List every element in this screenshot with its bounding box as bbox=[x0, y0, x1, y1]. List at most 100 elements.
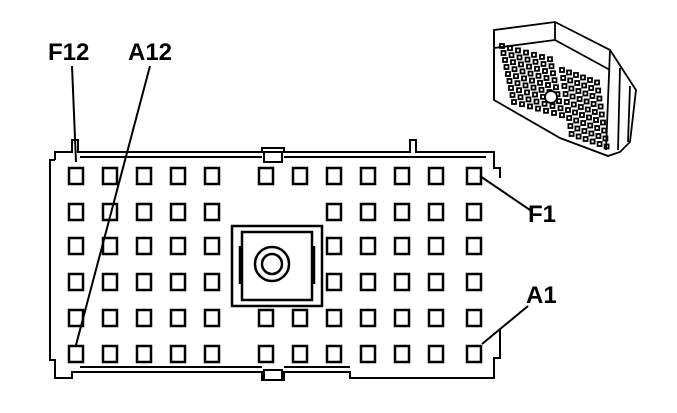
inset-cavity bbox=[537, 79, 543, 86]
pin-cavity bbox=[427, 202, 445, 222]
pin-cavity bbox=[135, 272, 153, 292]
inset-cavity bbox=[594, 79, 600, 86]
pin-cavity bbox=[291, 344, 309, 364]
pin-cavity bbox=[427, 236, 445, 256]
pin-cavity bbox=[325, 166, 343, 186]
pin-cavity bbox=[67, 272, 85, 292]
leader-a1 bbox=[481, 305, 529, 345]
inset-cavity bbox=[499, 43, 505, 49]
inset-cavity bbox=[590, 101, 597, 107]
inset-cavity bbox=[522, 82, 529, 89]
leader-lines bbox=[71, 65, 531, 346]
pin-cavity bbox=[359, 236, 377, 256]
label-f12: F12 bbox=[48, 39, 89, 66]
inset-cavity bbox=[506, 78, 513, 84]
inset-cavity bbox=[591, 109, 598, 115]
pin-cavity bbox=[325, 272, 343, 292]
inset-cavity bbox=[573, 117, 580, 124]
inset-cavity bbox=[523, 49, 529, 56]
inset-cavity bbox=[583, 98, 590, 105]
inset-cavity bbox=[521, 75, 527, 82]
inset-cavity bbox=[507, 45, 513, 52]
inset-cavity bbox=[513, 73, 519, 80]
pin-cavity bbox=[203, 344, 221, 364]
pin-cavity bbox=[203, 202, 221, 222]
pin-cavity bbox=[427, 272, 445, 292]
inset-cavity bbox=[570, 101, 577, 108]
inset-cavity bbox=[573, 72, 579, 78]
inset-cavity bbox=[593, 117, 599, 123]
inset-cavity bbox=[524, 56, 531, 63]
inset-cavity bbox=[508, 85, 514, 91]
pin-cavity bbox=[203, 308, 221, 328]
pin-cavity bbox=[393, 166, 411, 186]
inset-cavity bbox=[543, 75, 550, 81]
pin-cavity bbox=[393, 308, 411, 328]
pin-cavity bbox=[135, 236, 153, 256]
pin-cavity bbox=[427, 344, 445, 364]
pin-cavity bbox=[135, 344, 153, 364]
inset-cavity bbox=[549, 103, 556, 109]
inset-cavity bbox=[526, 63, 532, 70]
inset-cavity bbox=[572, 109, 578, 116]
pin-cavity bbox=[393, 236, 411, 256]
inset-cavity bbox=[510, 59, 516, 66]
inset-cavity bbox=[518, 61, 524, 68]
inset-cavity bbox=[515, 47, 521, 54]
inset-cavity bbox=[589, 138, 596, 145]
inset-cavity bbox=[567, 123, 574, 129]
inset-cavity bbox=[539, 54, 545, 60]
inset-cavity bbox=[527, 103, 533, 110]
pin-cavity bbox=[325, 202, 343, 222]
inset-cavity bbox=[559, 67, 565, 73]
pin-cavity bbox=[135, 202, 153, 222]
inset-cavity bbox=[517, 94, 524, 101]
pin-cavity bbox=[257, 344, 275, 364]
pin-cavity bbox=[427, 308, 445, 328]
label-a12: A12 bbox=[128, 39, 172, 66]
inset-cavity bbox=[508, 52, 515, 59]
inset-cavity bbox=[551, 77, 558, 84]
pin-cavity bbox=[101, 344, 119, 364]
connector-body bbox=[49, 139, 501, 381]
inset-cavity bbox=[569, 93, 576, 100]
inset-cavity bbox=[559, 112, 565, 119]
inset-cavity bbox=[588, 130, 595, 137]
inset-cavity bbox=[562, 91, 569, 97]
inset-cavity bbox=[595, 87, 602, 94]
inset-cavity bbox=[603, 143, 610, 150]
pin-cavity bbox=[465, 166, 483, 186]
pin-cavity bbox=[465, 308, 483, 328]
inset-cavity bbox=[563, 99, 570, 105]
pin-cavity bbox=[169, 166, 187, 186]
inset-cavity bbox=[601, 127, 608, 134]
inset-cavity bbox=[530, 84, 537, 91]
inset-cavity bbox=[588, 85, 595, 91]
pin-cavity bbox=[257, 308, 275, 328]
pin-cavity bbox=[257, 166, 275, 186]
label-f1: F1 bbox=[528, 201, 556, 228]
inset-cavity bbox=[582, 136, 589, 142]
inset-cavity bbox=[519, 68, 526, 75]
inset-cavity bbox=[596, 95, 603, 102]
inset-cavity bbox=[548, 63, 555, 70]
inset-cavity bbox=[587, 122, 594, 129]
label-a1: A1 bbox=[526, 282, 557, 309]
pin-cavity bbox=[101, 236, 119, 256]
pin-cavity bbox=[135, 166, 153, 186]
inset-cavity bbox=[594, 125, 601, 131]
inset-cavity bbox=[516, 54, 523, 61]
inset-cavity bbox=[533, 98, 540, 105]
inset-cavity bbox=[566, 69, 572, 76]
inset-cavity bbox=[568, 85, 575, 92]
leader-f1 bbox=[479, 175, 531, 211]
pin-cavity bbox=[359, 202, 377, 222]
inset-cavity bbox=[576, 96, 583, 102]
inset-cavity bbox=[567, 77, 574, 84]
inset-cavity bbox=[529, 77, 535, 84]
inset-cavity bbox=[551, 110, 557, 116]
inset-cavity bbox=[600, 119, 606, 126]
inset-cavity bbox=[589, 93, 596, 99]
inset-cavity bbox=[535, 72, 542, 79]
inset-cavity bbox=[595, 133, 602, 139]
